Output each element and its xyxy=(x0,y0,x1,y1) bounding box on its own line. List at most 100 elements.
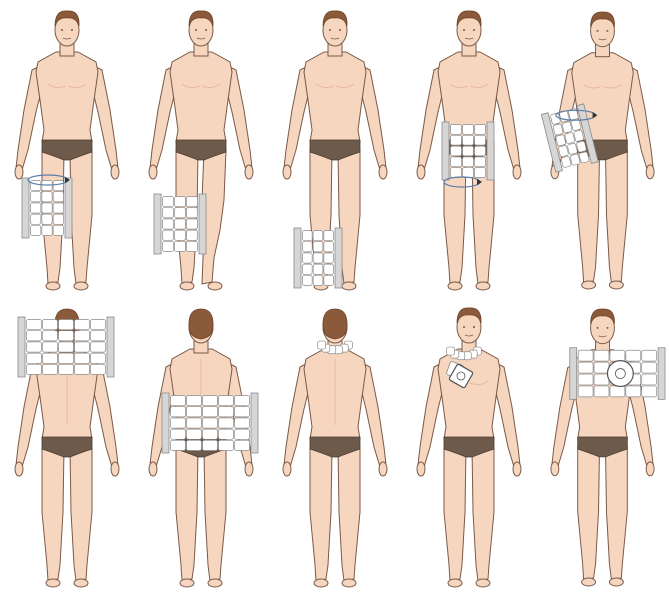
pad-cell xyxy=(31,203,41,213)
eye xyxy=(473,326,475,328)
pad-cell xyxy=(235,407,250,417)
figure-back-lower-back xyxy=(134,297,268,594)
right-foot xyxy=(448,282,462,290)
pad-cell xyxy=(187,407,202,417)
pad-cell xyxy=(318,341,326,349)
pad-cell xyxy=(53,192,63,202)
pad-cell xyxy=(171,429,186,439)
left-leg xyxy=(204,447,226,581)
left-leg xyxy=(605,447,627,580)
wrap-bar xyxy=(22,178,29,238)
figure-drawing xyxy=(402,297,536,594)
pad-cell xyxy=(203,418,218,428)
pad-cell xyxy=(91,342,106,352)
pad-cell xyxy=(59,331,74,341)
shoulder-cup xyxy=(607,361,633,387)
pad-cell xyxy=(163,219,174,229)
pad-cell xyxy=(451,168,462,178)
pad-cell xyxy=(53,225,63,235)
pad-cell xyxy=(43,342,58,352)
right-hand xyxy=(551,462,559,476)
eye xyxy=(606,327,608,329)
pad-cell xyxy=(43,331,58,341)
pad-cell xyxy=(313,275,323,285)
eye xyxy=(71,29,73,31)
pad-cell xyxy=(561,156,571,168)
wrap-bar xyxy=(294,228,301,288)
pad-cell xyxy=(171,418,186,428)
pad-cell xyxy=(475,168,486,178)
pad-cell xyxy=(313,253,323,263)
wrap-bar xyxy=(154,194,161,254)
eye xyxy=(606,30,608,32)
pad-cell xyxy=(187,418,202,428)
pad-cell xyxy=(463,157,474,167)
pad-cell xyxy=(203,429,218,439)
pad-cell xyxy=(187,241,198,251)
wrap-bar xyxy=(251,393,258,453)
right-hand xyxy=(283,165,291,179)
right-leg xyxy=(310,447,332,581)
right-leg xyxy=(578,150,600,283)
right-foot xyxy=(180,579,194,587)
pad-cell xyxy=(451,125,462,135)
left-hand xyxy=(111,165,119,179)
pad-cell xyxy=(642,386,657,397)
right-foot xyxy=(448,579,462,587)
left-leg xyxy=(70,150,92,284)
torso xyxy=(304,52,366,142)
pad-cell xyxy=(642,362,657,373)
wrap-pad-lower-back xyxy=(162,393,258,453)
left-hand xyxy=(513,462,521,476)
wrap-pad-right-knee xyxy=(154,194,206,254)
torso xyxy=(36,52,98,142)
left-hand xyxy=(513,165,521,179)
pad-cell xyxy=(642,374,657,385)
left-foot xyxy=(74,579,88,587)
pad-cell xyxy=(235,418,250,428)
pad-cell xyxy=(203,396,218,406)
pad-cell xyxy=(463,125,474,135)
pad-cell xyxy=(53,214,63,224)
pad-cell xyxy=(235,396,250,406)
pad-cell xyxy=(187,197,198,207)
pad-cell xyxy=(475,146,486,156)
figure-back-neck xyxy=(268,297,402,594)
torso xyxy=(438,349,500,439)
pad-cell xyxy=(171,440,186,450)
eye xyxy=(195,29,197,31)
right-foot xyxy=(180,282,194,290)
pad-cell xyxy=(175,230,186,240)
right-leg xyxy=(42,447,64,581)
pad-cell xyxy=(219,418,234,428)
pad-cell xyxy=(91,353,106,363)
pad-cell xyxy=(187,208,198,218)
wrap-bar xyxy=(162,393,169,453)
pad-cell xyxy=(626,350,641,361)
pad-cell xyxy=(303,242,313,252)
wrap-bar xyxy=(199,194,206,254)
pad-cell xyxy=(163,197,174,207)
hair xyxy=(323,309,347,339)
wrap-bar xyxy=(65,178,72,238)
right-leg xyxy=(176,447,198,581)
pad-cell xyxy=(594,350,609,361)
left-foot xyxy=(208,282,222,290)
right-hand xyxy=(149,165,157,179)
left-foot xyxy=(609,578,623,586)
figure-front-right-arm xyxy=(536,0,669,297)
left-foot xyxy=(476,579,490,587)
pad-cell xyxy=(42,192,52,202)
wrap-bar xyxy=(570,348,577,400)
pad-cell xyxy=(578,386,593,397)
pad-cell xyxy=(324,264,334,274)
pad-cell xyxy=(187,230,198,240)
pad-cell xyxy=(187,219,198,229)
pad-cell xyxy=(59,342,74,352)
pad-cell xyxy=(42,181,52,191)
eye xyxy=(463,326,465,328)
right-leg xyxy=(444,447,466,581)
pad-cell xyxy=(303,264,313,274)
left-foot xyxy=(208,579,222,587)
